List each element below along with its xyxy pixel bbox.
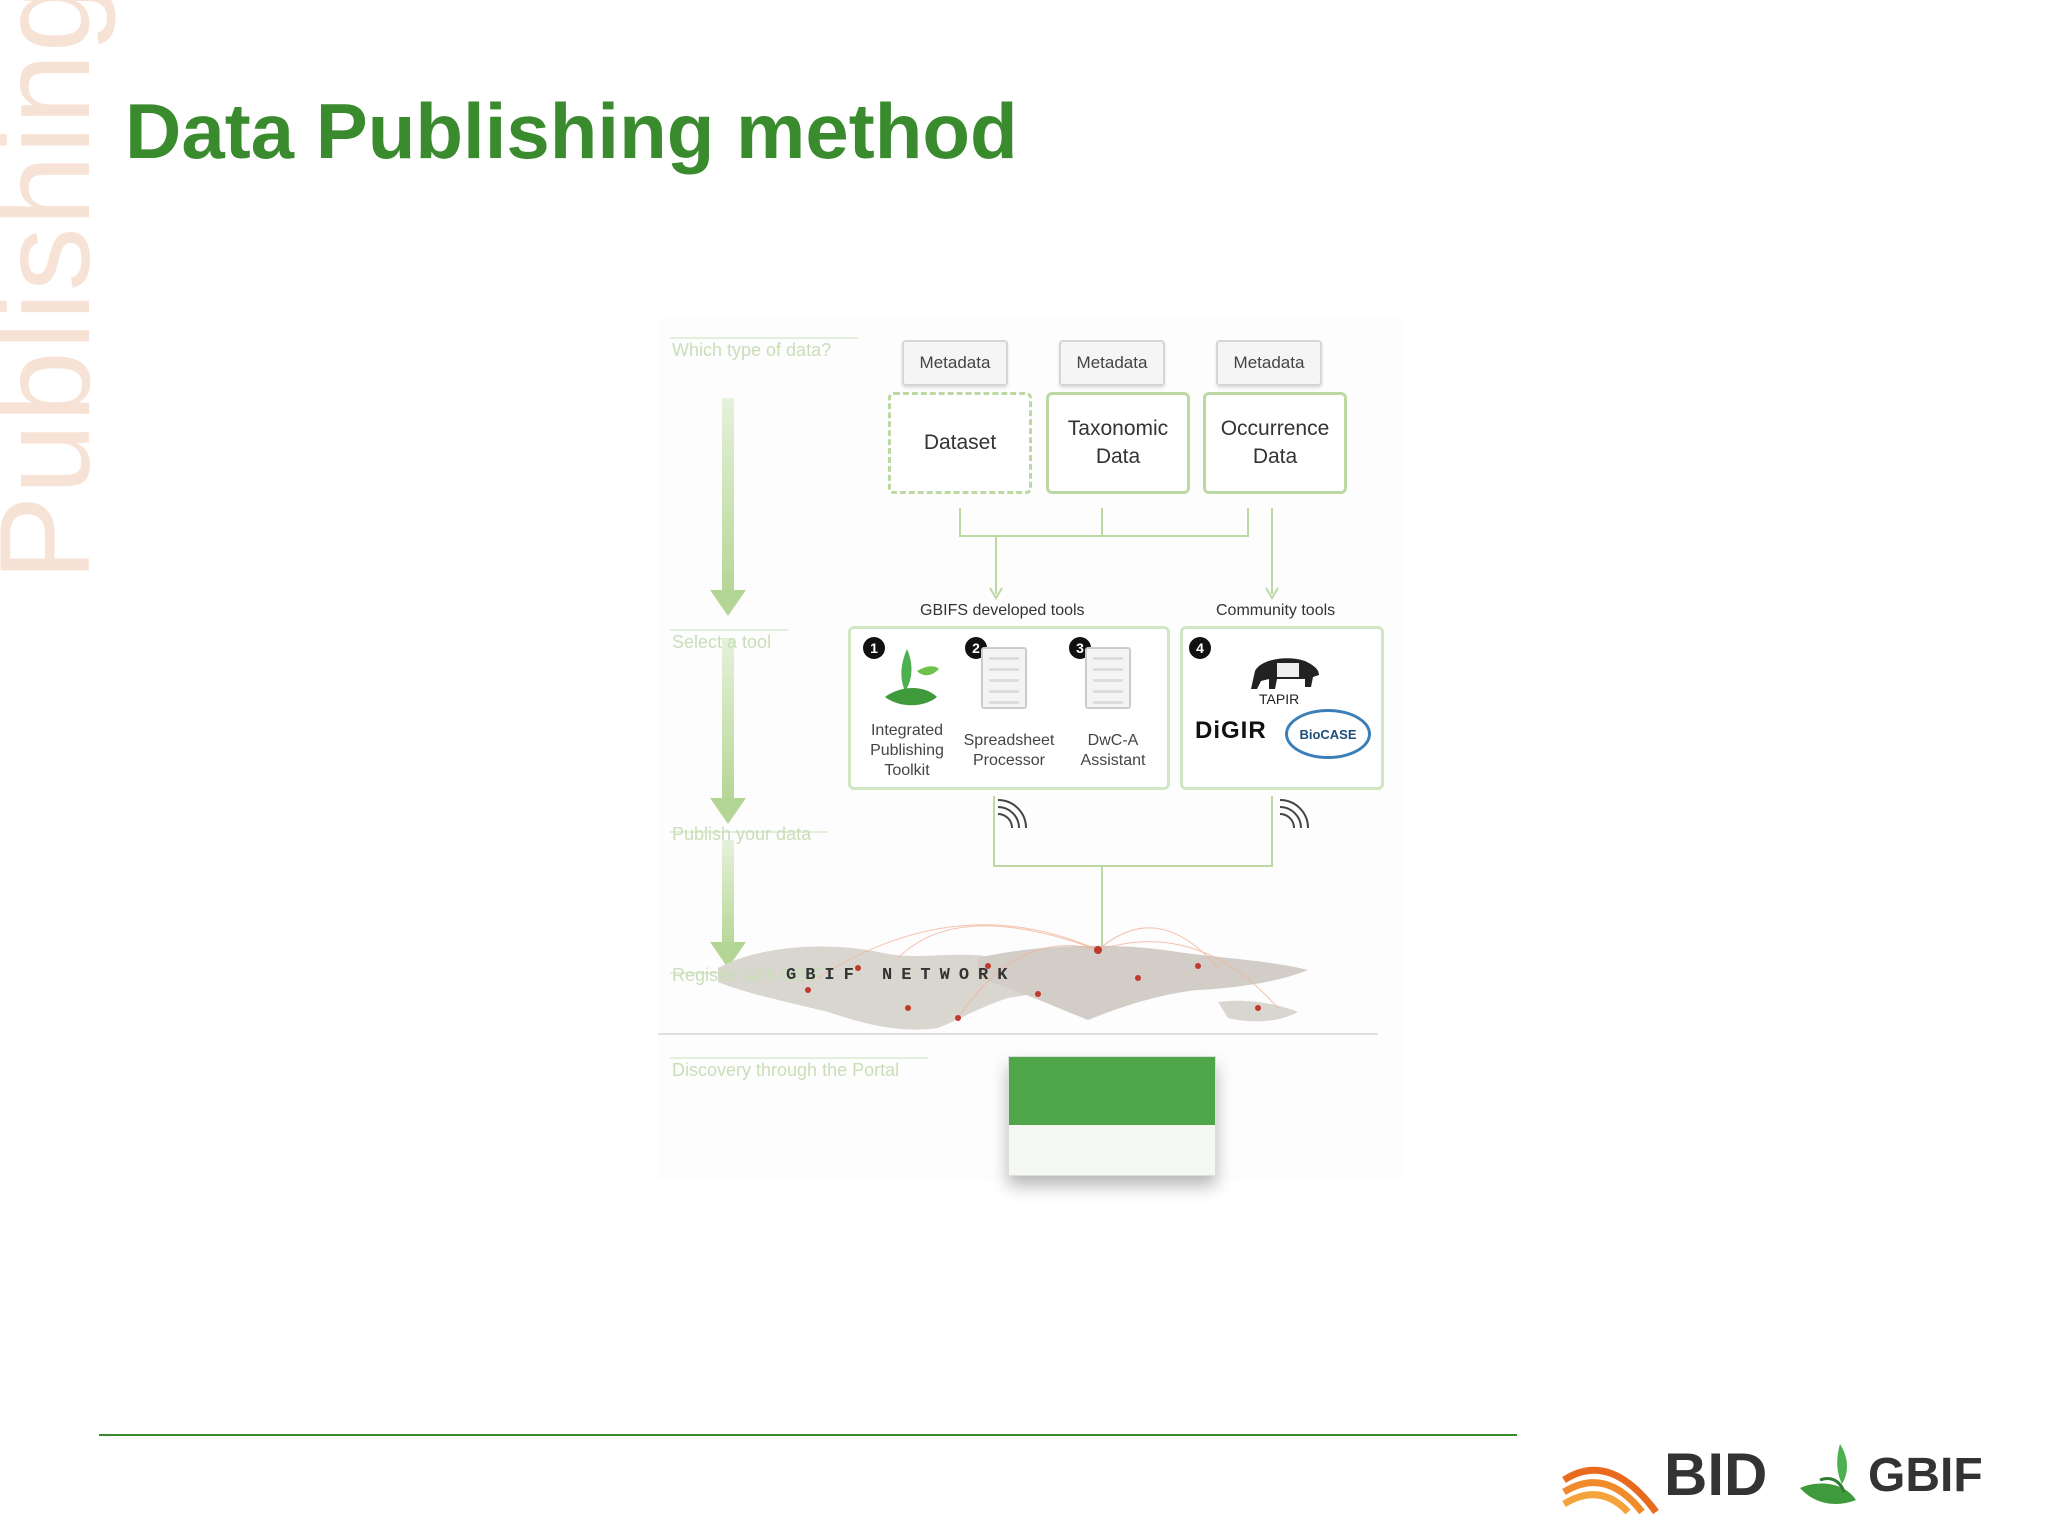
data-type-dataset: Dataset (888, 392, 1032, 494)
type-to-tool-connectors (959, 508, 1279, 600)
tool-dwca-label: DwC-A Assistant (1080, 732, 1146, 769)
side-label: Publishing (0, 0, 117, 580)
tool-number-badge: 4 (1189, 637, 1211, 659)
data-type-occurrence: Occurrence Data (1203, 392, 1347, 494)
tool-to-network-connectors (993, 796, 1273, 950)
tapir-label: TAPIR (1259, 691, 1300, 707)
gbif-leaf-icon (1800, 1444, 1856, 1504)
spreadsheet-icon (981, 647, 1027, 709)
page-title: Data Publishing method (125, 87, 1018, 175)
portal-screenshot (1008, 1056, 1216, 1176)
document-icon (1085, 647, 1131, 709)
step-label-register: Register with GBIF (672, 965, 824, 985)
ipt-leaf-icon (885, 649, 939, 706)
metadata-tab-taxonomic: Metadata (1059, 340, 1165, 386)
bid-logo-text: BID (1664, 1441, 1768, 1508)
diagram-connectors (658, 337, 1378, 1059)
world-map (658, 924, 1378, 1035)
community-tools-label: Community tools (1216, 602, 1336, 619)
community-tools-panel: 4 TAPIR DiGIR BioCASE (1180, 626, 1384, 790)
metadata-tab-dataset: Metadata (902, 340, 1008, 386)
bid-logo-icon (1562, 1466, 1659, 1515)
digir-logo: DiGIR (1195, 717, 1267, 744)
step-label-discovery: Discovery through the Portal (672, 1060, 900, 1080)
metadata-tab-occurrence: Metadata (1216, 340, 1322, 386)
gbif-logo-text: GBIF (1868, 1449, 1983, 1502)
biocase-logo: BioCASE (1285, 709, 1371, 759)
step-label-data-type: Which type of data? (672, 340, 832, 360)
data-type-taxonomic: Taxonomic Data (1046, 392, 1190, 494)
step-label-select-tool: Select a tool (672, 632, 772, 652)
step-arrows (710, 398, 746, 968)
publishing-diagram: Which type of data? Select a tool Publis… (658, 318, 1403, 1180)
tool-spreadsheet-label: Spreadsheet Processor (963, 732, 1055, 769)
gbif-tools-panel: 1 Integrated Publishing Toolkit 2 Spread… (848, 626, 1170, 790)
tool-ipt-label: Integrated Publishing Toolkit (870, 722, 944, 779)
step-label-publish: Publish your data (672, 824, 812, 844)
gbif-tools-label: GBIFS developed tools (920, 602, 1085, 619)
footer-rule (99, 1434, 1517, 1436)
network-label: GBIF NETWORK (786, 966, 1017, 985)
side-label-text: Publishing (0, 0, 117, 581)
portal-content-area (1009, 1125, 1215, 1175)
tool-number-badge: 1 (863, 637, 885, 659)
publish-signal-icons (997, 799, 1309, 829)
tapir-icon (1251, 658, 1319, 689)
